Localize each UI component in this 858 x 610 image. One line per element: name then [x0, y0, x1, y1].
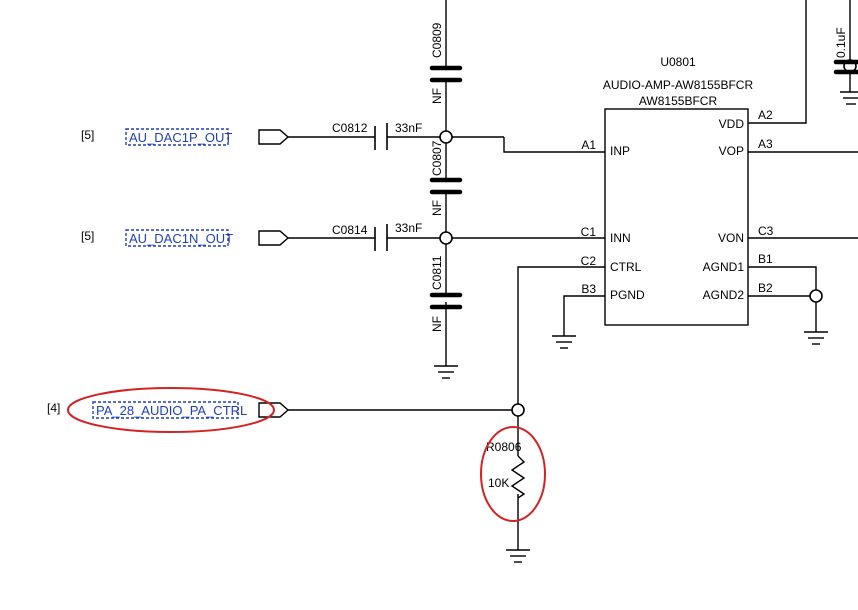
- pin-num-b3: B3: [581, 282, 596, 296]
- port-pa-28-audio-pa-ctrl: [4] PA_28_AUDIO_PA_CTRL: [47, 401, 290, 419]
- pin-name-ctrl: CTRL: [610, 260, 642, 274]
- ic-body: [604, 108, 749, 326]
- cap-value: NF: [430, 88, 444, 104]
- net-label: AU_DAC1N_OUT: [129, 231, 233, 246]
- cap-ref: C0809: [430, 22, 444, 58]
- pin-name-inp: INP: [610, 144, 630, 158]
- cap-value: 33nF: [395, 221, 422, 235]
- port-au-dac1n-out: [5] AU_DAC1N_OUT: [81, 229, 290, 247]
- cap-value: NF: [430, 316, 444, 332]
- pin-name-agnd1: AGND1: [703, 260, 745, 274]
- cap-value: NF: [430, 200, 444, 216]
- highlight-ellipse-resistor: [480, 426, 546, 522]
- wires: [288, 0, 858, 550]
- highlight-ellipse-ctrl-net: [67, 387, 275, 433]
- junction-dot: [439, 231, 453, 245]
- ground-icon: [506, 549, 530, 563]
- capacitor-c0812: C0812 33nF: [332, 121, 422, 150]
- cap-value: 0.1uF: [834, 27, 848, 58]
- pin-name-von: VON: [718, 231, 744, 245]
- pin-num-c1: C1: [581, 225, 597, 239]
- net-label: AU_DAC1P_OUT: [129, 130, 232, 145]
- page-ref: [5]: [81, 128, 94, 142]
- junction-dot: [809, 289, 823, 303]
- capacitor-c0807: C0807 NF: [429, 140, 463, 216]
- resistor-ref: R0806: [486, 440, 522, 454]
- pin-num-c3: C3: [758, 224, 774, 238]
- pin-num-b1: B1: [758, 252, 773, 266]
- capacitor-c0809: C0809 NF: [429, 22, 463, 104]
- pin-name-inn: INN: [610, 231, 631, 245]
- ground-icon: [434, 365, 458, 379]
- page-ref: [4]: [47, 401, 60, 415]
- net-label: PA_28_AUDIO_PA_CTRL: [96, 403, 247, 418]
- ic-u0801: U0801 AUDIO-AMP-AW8155BFCR AW8155BFCR IN…: [581, 55, 774, 326]
- pin-name-agnd2: AGND2: [703, 288, 745, 302]
- pin-name-vdd: VDD: [719, 117, 745, 131]
- ground-icon: [804, 331, 828, 345]
- pin-num-c2: C2: [581, 254, 597, 268]
- ic-part-number: AUDIO-AMP-AW8155BFCR: [603, 78, 754, 92]
- cap-value: 33nF: [395, 121, 422, 135]
- cap-ref: C0811: [430, 255, 444, 290]
- page-ref: [5]: [81, 229, 94, 243]
- ic-name: AW8155BFCR: [639, 94, 718, 108]
- ground-icon: [552, 335, 576, 349]
- capacitor-0-1uf: 0.1uF: [833, 27, 858, 75]
- junction-dot: [439, 130, 453, 144]
- junction-dot: [511, 403, 525, 417]
- port-au-dac1p-out: [5] AU_DAC1P_OUT: [81, 128, 290, 146]
- pin-num-a1: A1: [581, 138, 596, 152]
- capacitor-c0811: C0811 NF: [429, 255, 463, 332]
- pin-name-vop: VOP: [719, 144, 744, 158]
- pin-num-a2: A2: [758, 108, 773, 122]
- cap-ref: C0814: [332, 223, 368, 237]
- resistor-r0806: R0806 10K: [486, 440, 526, 499]
- capacitor-c0814: C0814 33nF: [332, 221, 422, 251]
- ic-ref: U0801: [660, 55, 696, 69]
- pin-name-pgnd: PGND: [610, 288, 645, 302]
- pin-num-a3: A3: [758, 137, 773, 151]
- ground-icon: [840, 91, 858, 105]
- resistor-value: 10K: [488, 476, 509, 490]
- cap-ref: C0807: [430, 140, 444, 176]
- pin-num-b2: B2: [758, 281, 773, 295]
- ground-symbols: [434, 91, 858, 563]
- cap-ref: C0812: [332, 121, 368, 135]
